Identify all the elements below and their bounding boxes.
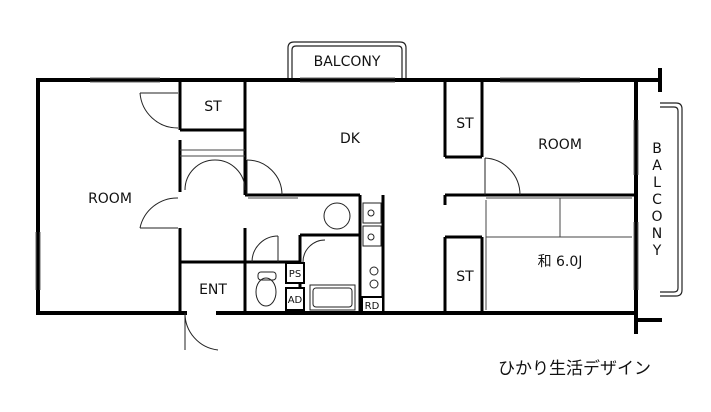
label-balcony-top: BALCONY xyxy=(314,54,381,70)
label-ad: AD xyxy=(288,295,303,306)
label-rd: RD xyxy=(365,301,380,312)
windows xyxy=(35,77,639,290)
balcony-right-letter: A xyxy=(652,158,662,174)
label-room-right: ROOM xyxy=(538,137,582,153)
outer-walls xyxy=(36,68,662,334)
balcony-right-letter: L xyxy=(653,175,661,191)
label-ps: PS xyxy=(289,269,301,280)
balcony-right-letter: N xyxy=(652,226,662,242)
label-ent: ENT xyxy=(199,282,227,298)
label-dk: DK xyxy=(340,131,361,147)
partitions xyxy=(180,149,632,310)
utility-boxes xyxy=(285,262,384,313)
label-st-top-left: ST xyxy=(204,99,222,115)
balcony-right xyxy=(660,102,683,297)
door-swings xyxy=(139,92,521,351)
label-st-bottom-right: ST xyxy=(456,269,474,285)
balcony-right-letter: C xyxy=(652,192,662,208)
balcony-right-letter: Y xyxy=(652,243,662,259)
label-balcony-right: B A L C O N Y xyxy=(651,141,662,259)
label-room-left: ROOM xyxy=(88,191,132,207)
balcony-right-letter: B xyxy=(652,141,662,157)
fixtures xyxy=(255,202,382,311)
interior-walls xyxy=(178,80,636,313)
label-washitsu: 和 6.0J xyxy=(538,254,583,270)
balcony-right-letter: O xyxy=(651,209,662,225)
balcony-top xyxy=(287,41,407,80)
brand-caption: ひかり生活デザイン xyxy=(498,359,651,379)
label-st-top-right: ST xyxy=(456,116,474,132)
